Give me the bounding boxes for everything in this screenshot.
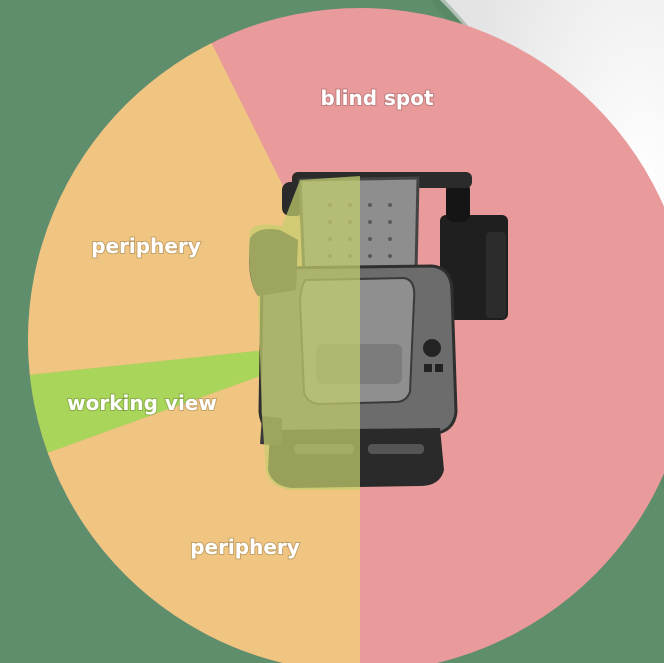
periphery-lower-label: periphery: [190, 535, 300, 559]
working-view-label: working view: [67, 391, 217, 415]
right-knob: [446, 182, 470, 222]
seat-tint: [249, 176, 360, 490]
blind-spot-label: blind spot: [320, 86, 434, 110]
background-card: [440, 0, 664, 470]
periphery-upper-label: periphery: [91, 234, 201, 258]
control-knob: [423, 339, 441, 357]
